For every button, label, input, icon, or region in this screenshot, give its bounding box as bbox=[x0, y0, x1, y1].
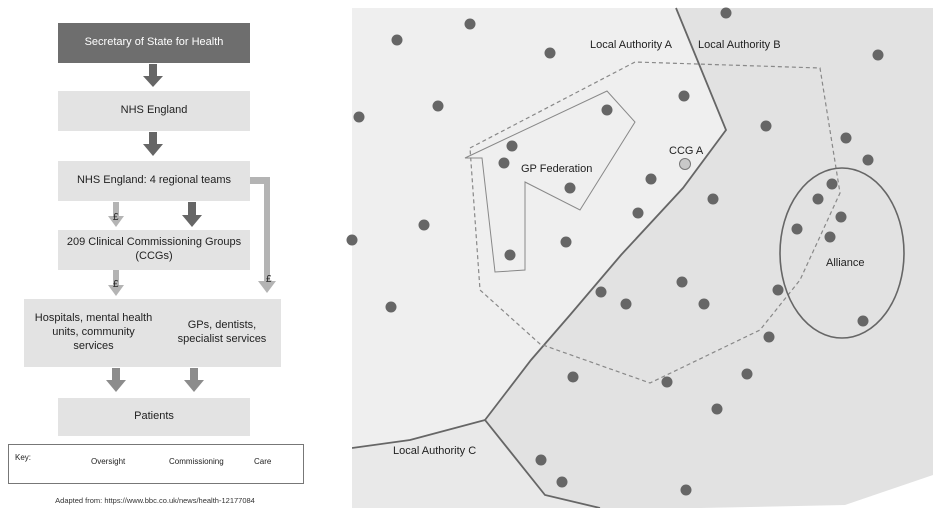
practice-dot bbox=[632, 207, 644, 219]
arrow-nhs-to-regional bbox=[143, 132, 163, 156]
practice-dot bbox=[676, 276, 688, 288]
practice-dots bbox=[346, 7, 884, 496]
practice-dot bbox=[506, 140, 518, 152]
practice-dot bbox=[763, 331, 775, 343]
boundary-c bbox=[352, 418, 601, 508]
alliance-boundary bbox=[779, 167, 905, 339]
pound-sign-regional-ccgs: £ bbox=[113, 212, 119, 223]
practice-dot bbox=[707, 193, 719, 205]
arrow-gps-to-patients bbox=[184, 368, 204, 392]
ccg-a-marker bbox=[679, 158, 691, 170]
practice-dot bbox=[498, 157, 510, 169]
local-authority-c-label: Local Authority C bbox=[393, 445, 476, 457]
practice-dot bbox=[698, 298, 710, 310]
practice-dot bbox=[535, 454, 547, 466]
practice-dot bbox=[661, 376, 673, 388]
pound-sign-regional-gps: £ bbox=[266, 274, 272, 285]
practice-dot bbox=[620, 298, 632, 310]
source-citation: Adapted from: https://www.bbc.co.uk/news… bbox=[55, 496, 255, 505]
key-legend: Key: Oversight Commissioning Care bbox=[8, 444, 304, 484]
ccg-a-boundary bbox=[469, 61, 841, 384]
arrow-regional-to-ccgs-commissioning bbox=[108, 202, 124, 227]
hospitals-box: Hospitals, mental health units, communit… bbox=[24, 299, 163, 367]
practice-dot bbox=[760, 120, 772, 132]
gp-federation-boundary bbox=[464, 90, 636, 273]
practice-dot bbox=[544, 47, 556, 59]
practice-dot bbox=[711, 403, 723, 415]
local-authority-b-label: Local Authority B bbox=[698, 39, 781, 51]
pound-sign-ccgs-hospitals: £ bbox=[113, 279, 119, 290]
practice-dot bbox=[464, 18, 476, 30]
practice-dot bbox=[826, 178, 838, 190]
local-authority-a-label: Local Authority A bbox=[590, 39, 673, 51]
practice-dot bbox=[840, 132, 852, 144]
local-authority-b-region bbox=[485, 8, 933, 508]
practice-dot bbox=[857, 315, 869, 327]
practice-dot bbox=[835, 211, 847, 223]
hospitals-label: Hospitals, mental health units, communit… bbox=[34, 312, 153, 352]
arrow-hospitals-to-patients bbox=[106, 368, 126, 392]
key-commissioning-label: Commissioning bbox=[169, 457, 224, 466]
key-care-label: Care bbox=[254, 457, 272, 466]
practice-dot bbox=[645, 173, 657, 185]
key-oversight-label: Oversight bbox=[91, 457, 126, 466]
practice-dot bbox=[791, 223, 803, 235]
practice-dot bbox=[391, 34, 403, 46]
practice-dot bbox=[432, 100, 444, 112]
practice-dot bbox=[872, 49, 884, 61]
nhs-england-box: NHS England bbox=[58, 91, 250, 131]
arrow-ccgs-to-hospitals bbox=[108, 270, 124, 296]
practice-dot bbox=[353, 111, 365, 123]
practice-dot bbox=[862, 154, 874, 166]
arrow-regional-to-ccgs-oversight bbox=[182, 202, 202, 227]
practice-dot bbox=[741, 368, 753, 380]
ccgs-label: 209 Clinical Commissioning Groups (CCGs) bbox=[66, 236, 242, 262]
patients-box: Patients bbox=[58, 398, 250, 436]
patients-label: Patients bbox=[134, 410, 174, 423]
practice-dot bbox=[564, 182, 576, 194]
regional-teams-box: NHS England: 4 regional teams bbox=[58, 161, 250, 201]
local-authority-c-region bbox=[352, 420, 600, 508]
arrow-secretary-to-nhs bbox=[143, 64, 163, 87]
practice-dot bbox=[346, 234, 358, 246]
practice-dot bbox=[680, 484, 692, 496]
practice-dot bbox=[595, 286, 607, 298]
secretary-of-state-label: Secretary of State for Health bbox=[84, 36, 224, 49]
gp-federation-label: GP Federation bbox=[521, 163, 592, 175]
practice-dot bbox=[601, 104, 613, 116]
practice-dot bbox=[560, 236, 572, 248]
local-authority-a-region bbox=[352, 8, 726, 448]
nhs-england-label: NHS England bbox=[120, 104, 188, 117]
alliance-label: Alliance bbox=[826, 257, 865, 269]
practice-dot bbox=[385, 301, 397, 313]
ccgs-box: 209 Clinical Commissioning Groups (CCGs) bbox=[58, 230, 250, 270]
arrow-regional-to-gps bbox=[236, 177, 276, 293]
practice-dot bbox=[720, 7, 732, 19]
regional-teams-label: NHS England: 4 regional teams bbox=[76, 174, 232, 187]
practice-dot bbox=[504, 249, 516, 261]
gps-box: GPs, dentists, specialist services bbox=[163, 299, 281, 367]
practice-dot bbox=[678, 90, 690, 102]
ccg-a-label: CCG A bbox=[669, 145, 704, 157]
key-title: Key: bbox=[15, 453, 32, 462]
practice-dot bbox=[567, 371, 579, 383]
boundary-a-b bbox=[484, 7, 728, 421]
secretary-of-state-box: Secretary of State for Health bbox=[58, 23, 250, 63]
practice-dot bbox=[824, 231, 836, 243]
practice-dot bbox=[772, 284, 784, 296]
practice-dot bbox=[418, 219, 430, 231]
practice-dot bbox=[556, 476, 568, 488]
gps-label: GPs, dentists, specialist services bbox=[177, 319, 267, 345]
practice-dot bbox=[812, 193, 824, 205]
